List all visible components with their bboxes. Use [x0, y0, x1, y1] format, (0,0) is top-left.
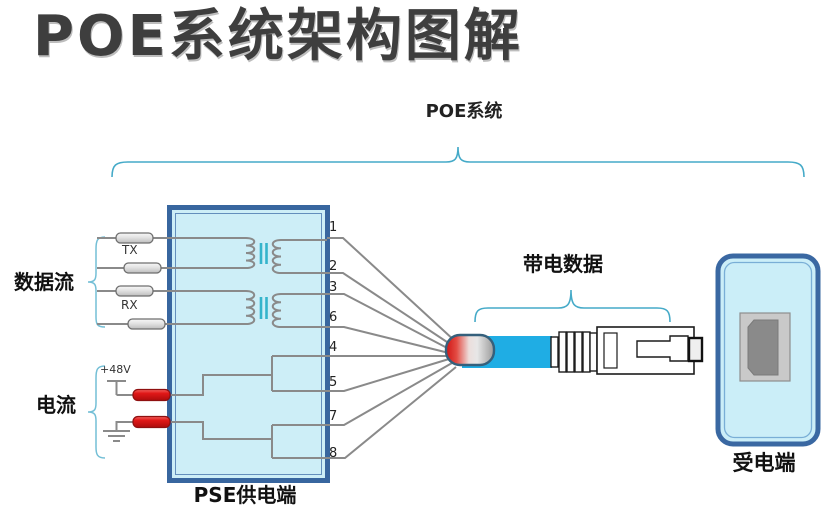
transformer1-primary-coil — [245, 237, 256, 269]
plus48v-label: +48V — [100, 363, 131, 376]
data-flow-label: 数据流 — [14, 270, 74, 294]
pin-number-6: 6 — [329, 310, 338, 325]
transformer2-primary-coil — [245, 290, 256, 325]
pin-number-3: 3 — [329, 280, 338, 295]
cable-end-capsule — [444, 333, 496, 367]
resistor-tx-bottom — [123, 262, 162, 274]
resistor-rx-top — [115, 285, 154, 297]
boot-rib — [550, 336, 559, 368]
poe-system-label: POE系统 — [425, 101, 503, 122]
boot-rib — [582, 331, 591, 373]
boot-rib — [574, 331, 583, 373]
pin-number-2: 2 — [329, 259, 338, 274]
pse-box-inner-line — [175, 213, 322, 475]
pin-number-5: 5 — [329, 375, 338, 390]
data-flow-brace — [87, 236, 106, 328]
tx-label: TX — [122, 243, 138, 257]
transformer1-secondary-coil — [271, 239, 282, 274]
power-fuse-return — [132, 415, 171, 429]
pin-number-1: 1 — [329, 220, 338, 235]
plus48v-rail-symbol — [107, 380, 133, 396]
rj45-plug-slot — [603, 332, 618, 369]
strain-relief-boot — [550, 331, 598, 373]
poe-system-brace — [111, 146, 805, 178]
device-port-jack — [747, 319, 779, 376]
transformer2-secondary-wires — [281, 293, 327, 328]
transformer2-core — [259, 297, 268, 319]
live-data-label: 带电数据 — [523, 252, 603, 276]
rx-label: RX — [121, 298, 138, 312]
rj45-latch — [636, 335, 689, 362]
live-data-brace — [474, 289, 671, 323]
transformer2-secondary-coil — [271, 293, 282, 328]
pin-number-8: 8 — [329, 446, 338, 461]
pin-number-7: 7 — [329, 409, 338, 424]
boot-rib — [589, 332, 598, 372]
power-tree-return — [171, 421, 327, 459]
boot-rib — [558, 331, 567, 373]
boot-rib — [566, 331, 575, 373]
pin-number-4: 4 — [329, 340, 338, 355]
pin-fan-wires — [327, 237, 457, 459]
power-fuse-positive — [132, 388, 171, 402]
page-title: POE系统架构图解 — [33, 4, 523, 69]
tx-rx-wires — [97, 237, 246, 325]
powered-device-label: 受电端 — [732, 451, 796, 475]
powered-device-inner-line — [723, 261, 813, 439]
pse-box-label: PSE供电端 — [193, 483, 297, 507]
transformer1-core — [259, 243, 268, 264]
resistor-tx-top — [115, 232, 154, 244]
transformer1-secondary-wires — [281, 239, 327, 274]
power-tree-positive — [171, 355, 327, 396]
current-label: 电流 — [36, 393, 76, 417]
resistor-rx-bottom — [127, 318, 166, 330]
ground-symbol — [103, 421, 133, 442]
rj45-tip — [687, 336, 704, 363]
current-brace — [87, 365, 106, 459]
